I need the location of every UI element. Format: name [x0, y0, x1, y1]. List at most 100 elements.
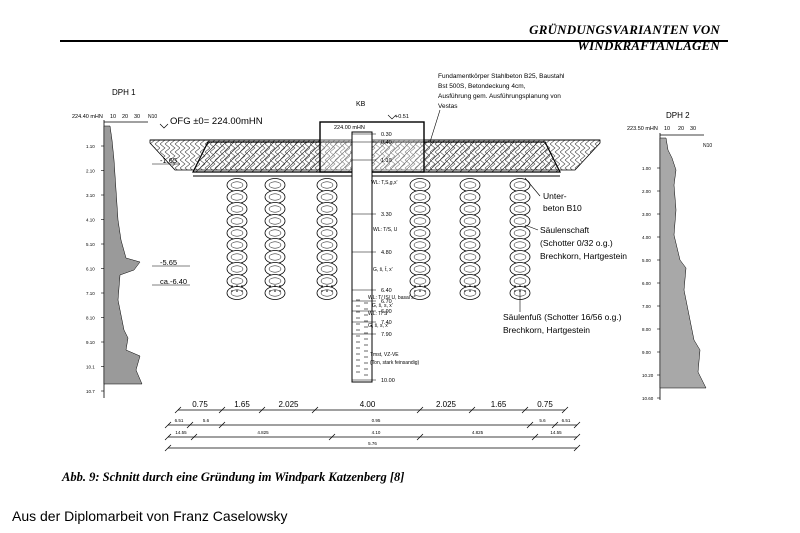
svg-text:Säulenfuß (Schotter 16/56 o.g.: Säulenfuß (Schotter 16/56 o.g.): [503, 312, 622, 322]
kb-label: KB: [356, 101, 366, 108]
ofg-label: OFG ±0= 224.00mHN: [170, 116, 263, 127]
dph-depth-tick: 10.7: [86, 389, 95, 394]
svg-text:Brechkorn, Hartgestein: Brechkorn, Hartgestein: [503, 325, 590, 335]
dph-depth-tick: 10.1: [86, 365, 95, 370]
dph-depth-tick: 6.00: [642, 281, 651, 286]
depth-label-3: ca.-6.40: [160, 277, 187, 286]
dph1-label: DPH 1: [112, 88, 136, 97]
dimension-label: 5.6: [539, 418, 546, 423]
header-rule: [60, 40, 728, 42]
svg-text:beton B10: beton B10: [543, 203, 582, 213]
svg-text:Ausführung gem. Ausführungspla: Ausführung gem. Ausführungsplanung von: [438, 93, 561, 100]
dimension-label: 6.51: [562, 418, 571, 423]
svg-text:Brechkorn, Hartgestein: Brechkorn, Hartgestein: [540, 251, 627, 261]
dimension-label: 0.95: [372, 418, 381, 423]
svg-text:Vestas: Vestas: [438, 103, 458, 110]
borehole-layer: G, ŝ, s, x': [368, 323, 389, 329]
borehole-depth: 0.30: [381, 132, 392, 138]
depth-label-2: -5.65: [160, 258, 177, 267]
borehole-depth: 7.90: [381, 332, 392, 338]
dimension-label: 4.825: [472, 430, 484, 435]
dph-depth-tick: 2.00: [642, 189, 651, 194]
foundation-body: [192, 121, 561, 177]
dph-depth-tick: 1.00: [642, 166, 651, 171]
stone-column: [409, 178, 431, 300]
borehole-depth: 10.00: [381, 378, 395, 384]
dph-depth-tick: 2.10: [86, 169, 95, 174]
depth-label-1: -1.65: [160, 156, 177, 165]
dimension-label: 1.65: [234, 400, 250, 409]
dph1-scale-10: 10: [110, 114, 116, 120]
stone-column: [459, 178, 481, 300]
dph-depth-tick: 3.00: [642, 212, 651, 217]
borehole-depth: 4.80: [381, 250, 392, 256]
dph-depth-tick: 8.10: [86, 316, 95, 321]
dph2-unit: N10: [703, 143, 712, 149]
stone-columns: [226, 178, 531, 300]
dimension-label: 14.55: [550, 430, 562, 435]
svg-text:Säulenschaft: Säulenschaft: [540, 225, 590, 235]
dimension-label: 5.6: [203, 418, 210, 423]
dph1-elevation: 224.40 mHN: [72, 114, 103, 120]
dph2-label: DPH 2: [666, 111, 690, 120]
dph-depth-tick: 9.10: [86, 340, 95, 345]
dimension-label: 4.00: [360, 400, 376, 409]
dph-depth-tick: 3.10: [86, 193, 95, 198]
dimension-label: 0.75: [192, 400, 208, 409]
figure-caption: Abb. 9: Schnitt durch eine Gründung im W…: [62, 470, 405, 484]
borehole-layer: G, ŝ, t̄, x': [373, 266, 393, 273]
borehole-depth: 1.10: [381, 158, 392, 164]
dph2-plot: DPH 2 223.50 mHN 10 20 30 N10 1.00 2.00 3.…: [627, 111, 712, 401]
dph-depth-tick: 10.20: [642, 373, 654, 378]
dph-depth-tick: 10.60: [642, 396, 654, 401]
dph-depth-tick: 1.10: [86, 144, 95, 149]
borehole-depth: 7.40: [381, 320, 392, 326]
dph-depth-tick: 6.10: [86, 267, 95, 272]
dph2-elevation: 223.50 mHN: [627, 126, 658, 132]
dph2-scale-20: 20: [678, 126, 684, 132]
dph-depth-tick: 7.10: [86, 291, 95, 296]
dph-depth-tick: 5.00: [642, 258, 651, 263]
dph1-scale-30: 30: [134, 114, 140, 120]
borehole-log: 0.300.401.103.304.806.406.706.907.407.90…: [351, 131, 420, 384]
kb-elevation: 224.00 mHN: [334, 125, 365, 131]
unterbeton-note: Unter- beton B10: [524, 177, 582, 213]
dph-depth-tick: 8.00: [642, 327, 651, 332]
dph1-scale-20: 20: [122, 114, 128, 120]
svg-text:Fundamentkörper Stahlbeton B25: Fundamentkörper Stahlbeton B25, Baustahl: [438, 73, 565, 80]
kb-top-offset: +0.51: [395, 114, 409, 120]
dph2-scale-30: 30: [690, 126, 696, 132]
borehole-layer: WL: T/ IS/ U, basal s*: [368, 295, 416, 301]
borehole-depth: 6.70: [381, 299, 392, 305]
source-credit: Aus der Diplomarbeit von Franz Caselowsk…: [12, 508, 288, 524]
dimension-label: 2.025: [436, 400, 457, 409]
dimension-label: 5.76: [368, 441, 377, 446]
stone-column: [264, 178, 286, 300]
dph-depth-tick: 5.10: [86, 242, 95, 247]
dimension-label: 6.51: [175, 418, 184, 423]
svg-text:Unter-: Unter-: [543, 191, 567, 201]
stone-column: [226, 178, 248, 300]
borehole-depth: 0.40: [381, 140, 392, 146]
dph-depth-tick: 4.00: [642, 235, 651, 240]
dph-depth-tick: 7.00: [642, 304, 651, 309]
dph1-plot: DPH 1 224.40 mHN 10 20 30 N10 1.10 2.10 3.…: [72, 88, 157, 398]
borehole-depth: 6.90: [381, 309, 392, 315]
borehole-layer: (Ton, stark feinsandig): [370, 360, 420, 366]
stone-column: [509, 178, 531, 300]
borehole-layer: G, ŝ, s, x': [372, 303, 393, 309]
dimension-label: 2.025: [278, 400, 299, 409]
saeulenfuss-note: Säulenfuß (Schotter 16/56 o.g.) Brechkor…: [503, 290, 622, 335]
dimension-label: 4.10: [372, 430, 381, 435]
svg-text:(Schotter 0/32 o.g.): (Schotter 0/32 o.g.): [540, 238, 613, 248]
borehole-layer: WL: T/S, U: [373, 227, 398, 233]
svg-text:Bst 500S, Betondeckung 4cm,: Bst 500S, Betondeckung 4cm,: [438, 83, 526, 90]
borehole-layer: WL: T/ S: [368, 311, 388, 317]
dimension-label: 4.825: [257, 430, 269, 435]
dph2-scale-10: 10: [664, 126, 670, 132]
foundation-note: Fundamentkörper Stahlbeton B25, Baustahl…: [429, 73, 565, 143]
borehole-depth: 6.40: [381, 288, 392, 294]
dph1-unit: N10: [148, 114, 157, 120]
